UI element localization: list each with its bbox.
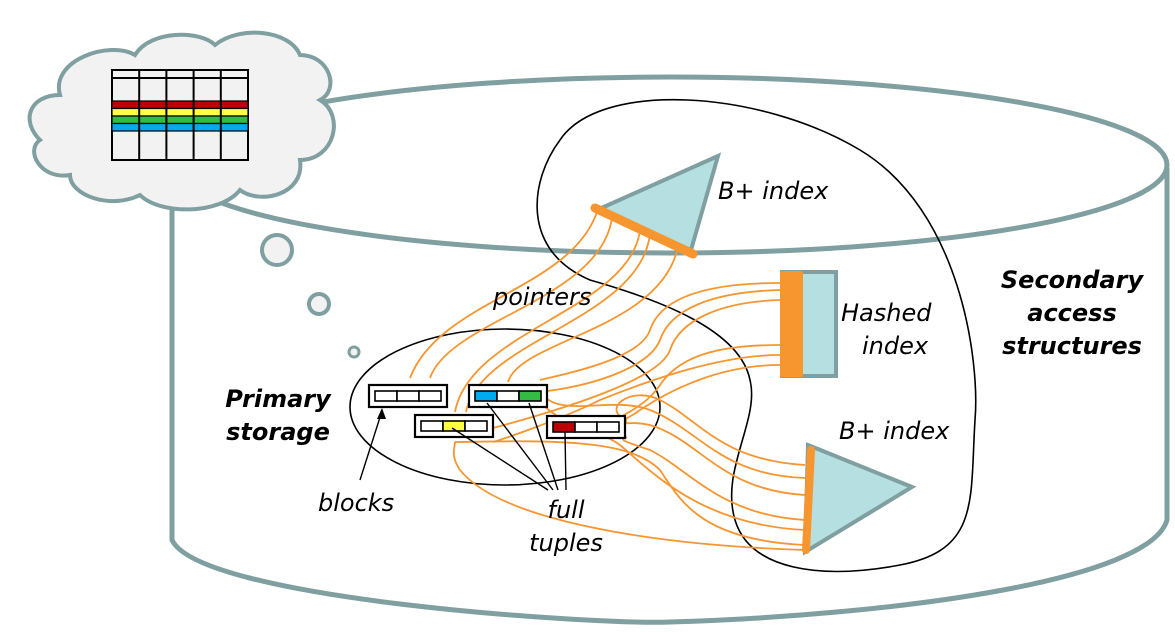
label-primary-line2: storage bbox=[226, 418, 330, 446]
thought-table bbox=[111, 69, 249, 161]
label-b-plus-index-bottom: B+ index bbox=[839, 417, 950, 445]
label-blocks: blocks bbox=[318, 489, 394, 517]
table-colored-row bbox=[111, 100, 249, 110]
thought-bubble-large bbox=[260, 233, 294, 267]
table-colored-row bbox=[111, 122, 249, 132]
pointer-curve bbox=[507, 246, 679, 383]
pointer-curve bbox=[622, 436, 806, 521]
table-colored-row bbox=[111, 107, 249, 117]
tuple-arrow-blue bbox=[486, 402, 554, 491]
label-b-plus-index-top: B+ index bbox=[718, 177, 829, 205]
pointer-curve bbox=[409, 211, 598, 379]
tuple-arrow-yellow bbox=[451, 427, 549, 491]
thought-bubble-medium bbox=[307, 292, 331, 316]
pointer-curve bbox=[539, 282, 781, 381]
label-secondary-line2: access bbox=[1027, 299, 1117, 327]
pointer-curve bbox=[454, 229, 641, 413]
index-leaf-level bbox=[802, 446, 815, 554]
pointer-curve bbox=[492, 354, 781, 443]
label-secondary-line1: Secondary bbox=[1001, 266, 1145, 294]
annotation-arrows bbox=[359, 402, 567, 491]
tuple-slot bbox=[496, 390, 520, 402]
tuple-slot bbox=[474, 390, 498, 402]
b-plus-index-top bbox=[590, 152, 722, 259]
cylinder-body bbox=[169, 168, 1170, 625]
b-plus-index-bottom bbox=[802, 442, 917, 556]
pointer-curve bbox=[539, 289, 781, 393]
tuple-slot bbox=[396, 390, 420, 402]
pointer-curve bbox=[452, 441, 806, 551]
label-full-tuples-line1: full bbox=[548, 496, 585, 524]
pointer-curve bbox=[454, 440, 806, 546]
pointer-curves bbox=[409, 211, 806, 551]
tuple-slot bbox=[574, 421, 598, 433]
label-full-tuples-line2: tuples bbox=[529, 529, 603, 557]
label-pointers: pointers bbox=[492, 283, 591, 311]
blocks-group bbox=[367, 383, 627, 440]
pointer-curve bbox=[615, 394, 806, 466]
hashed-index bbox=[780, 270, 838, 378]
label-hashed-line1: Hashed bbox=[841, 299, 932, 327]
tuple-slot bbox=[374, 390, 398, 402]
tuple-slot bbox=[518, 390, 542, 402]
arrow-head bbox=[377, 408, 386, 419]
label-hashed-line2: index bbox=[862, 332, 929, 360]
label-secondary-line3: structures bbox=[1002, 332, 1142, 360]
tuple-arrow-green bbox=[528, 402, 559, 491]
label-primary-line1: Primary bbox=[225, 385, 332, 413]
hash-pointer-column bbox=[780, 271, 803, 377]
primary-storage-boundary bbox=[349, 328, 661, 486]
index-leaf-level bbox=[590, 203, 698, 259]
tuple-slot bbox=[552, 421, 576, 433]
pointer-curve bbox=[539, 391, 806, 479]
table-colored-row bbox=[111, 115, 249, 125]
index-triangle bbox=[802, 442, 917, 556]
blocks-arrow bbox=[359, 410, 383, 481]
tuple-arrow-red bbox=[564, 431, 567, 491]
thought-bubble-small bbox=[347, 345, 361, 359]
pointer-curve bbox=[429, 217, 613, 379]
secondary-access-boundary bbox=[536, 98, 977, 573]
tuple-slot bbox=[464, 420, 488, 432]
tuple-slot bbox=[420, 420, 444, 432]
pointer-curve bbox=[492, 299, 781, 429]
tuple-slot bbox=[596, 421, 620, 433]
tuple-slot bbox=[418, 390, 442, 402]
